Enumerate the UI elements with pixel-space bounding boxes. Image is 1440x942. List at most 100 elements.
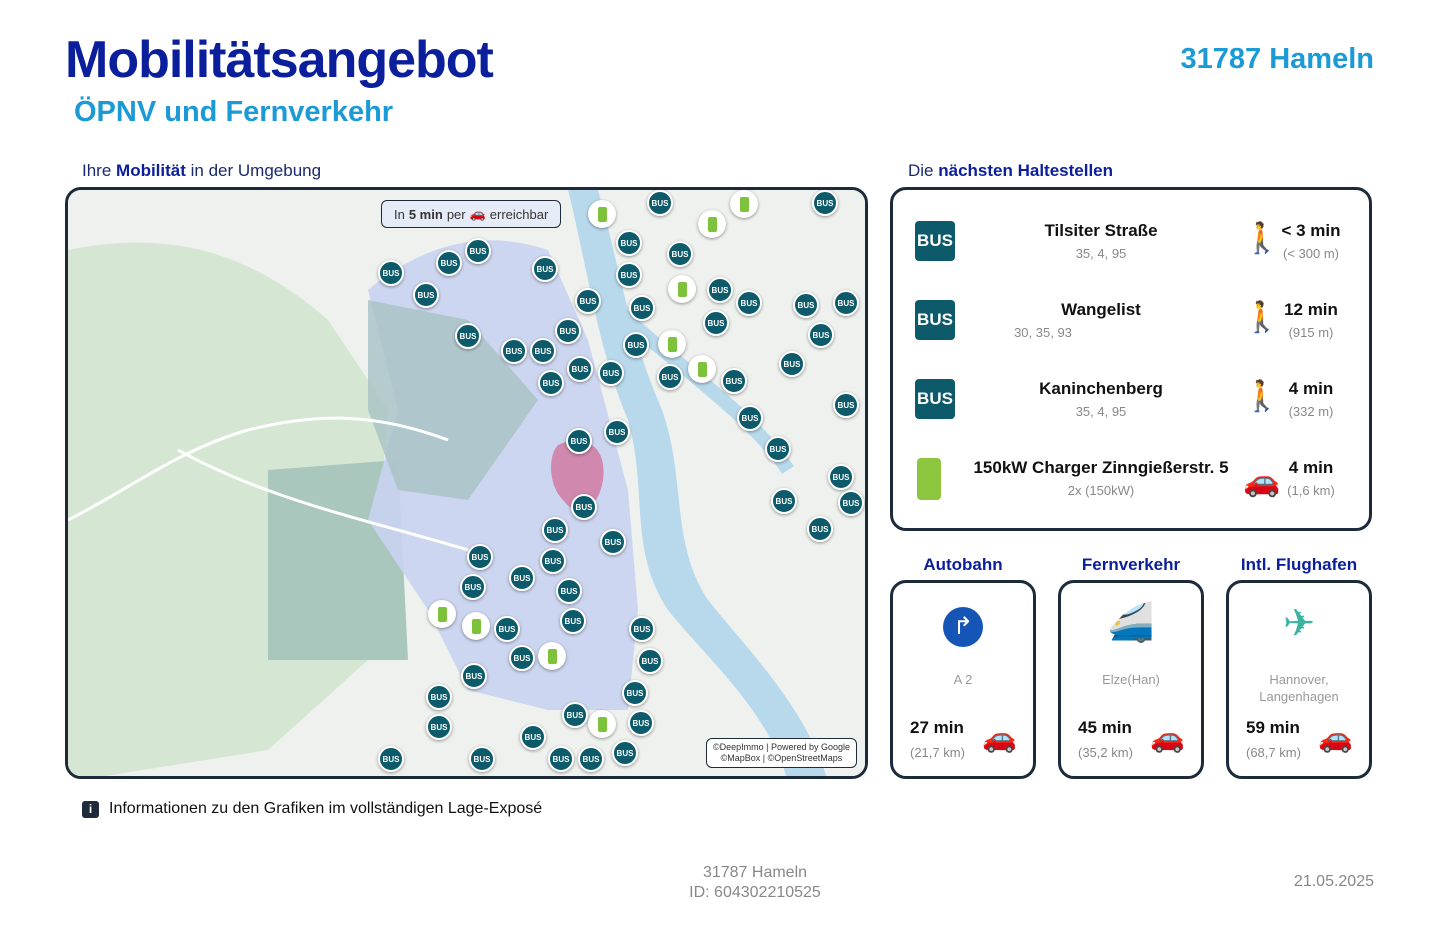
stop-row: BUS Wangelist 30, 35, 93 🚶 12 min (915 m… — [893, 300, 1369, 360]
bus-stop-marker[interactable]: BUS — [532, 256, 558, 282]
bus-stop-marker[interactable]: BUS — [833, 392, 859, 418]
bus-stop-marker[interactable]: BUS — [736, 290, 762, 316]
bus-stop-marker[interactable]: BUS — [807, 516, 833, 542]
travel-time: 59 min — [1246, 718, 1300, 737]
bus-stop-marker[interactable]: BUS — [657, 364, 683, 390]
info-icon: i — [82, 800, 99, 818]
bus-stop-marker[interactable]: BUS — [455, 323, 481, 349]
bus-stop-marker[interactable]: BUS — [703, 310, 729, 336]
bus-stop-marker[interactable]: BUS — [426, 714, 452, 740]
map-background — [68, 190, 865, 776]
travel-time: 4 min — [1288, 458, 1334, 477]
ev-charger-icon — [697, 361, 707, 377]
bus-stop-marker[interactable]: BUS — [838, 490, 864, 516]
ev-charger-marker[interactable] — [698, 210, 726, 238]
stop-row: BUS Kaninchenberg 35, 4, 95 🚶 4 min (332… — [893, 379, 1369, 439]
bus-stop-marker[interactable]: BUS — [622, 680, 648, 706]
bus-stop-marker[interactable]: BUS — [578, 746, 604, 772]
bus-stop-marker[interactable]: BUS — [509, 645, 535, 671]
bus-stop-marker[interactable]: BUS — [560, 608, 586, 634]
bus-stop-marker[interactable]: BUS — [707, 277, 733, 303]
bus-stop-marker[interactable]: BUS — [647, 190, 673, 216]
bus-stop-marker[interactable]: BUS — [426, 684, 452, 710]
bus-stop-marker[interactable]: BUS — [667, 241, 693, 267]
bus-stop-marker[interactable]: BUS — [467, 544, 493, 570]
bus-stop-marker[interactable]: BUS — [378, 746, 404, 772]
travel-time: 4 min — [1288, 379, 1334, 398]
bus-stop-marker[interactable]: BUS — [469, 746, 495, 772]
ev-charger-marker[interactable] — [588, 200, 616, 228]
travel-time: < 3 min — [1281, 221, 1341, 240]
ev-charger-marker[interactable] — [658, 330, 686, 358]
travel-distance: (< 300 m) — [1283, 246, 1339, 261]
ev-charger-marker[interactable] — [730, 190, 758, 218]
bus-stop-marker[interactable]: BUS — [637, 648, 663, 674]
bus-stop-marker[interactable]: BUS — [828, 464, 854, 490]
bus-stop-marker[interactable]: BUS — [509, 565, 535, 591]
bus-stop-marker[interactable]: BUS — [501, 338, 527, 364]
ev-charger-marker[interactable] — [668, 275, 696, 303]
travel-distance: (68,7 km) — [1246, 745, 1301, 760]
bus-stop-marker[interactable]: BUS — [616, 262, 642, 288]
bus-stop-marker[interactable]: BUS — [598, 360, 624, 386]
bus-stop-marker[interactable]: BUS — [555, 318, 581, 344]
bus-stop-marker[interactable]: BUS — [812, 190, 838, 216]
bus-stop-marker[interactable]: BUS — [721, 368, 747, 394]
bus-stop-marker[interactable]: BUS — [548, 746, 574, 772]
bus-stop-marker[interactable]: BUS — [460, 574, 486, 600]
bus-stop-marker[interactable]: BUS — [571, 494, 597, 520]
bus-stop-marker[interactable]: BUS — [604, 419, 630, 445]
reach-text: In — [394, 206, 405, 222]
ev-charger-marker[interactable] — [588, 710, 616, 738]
bus-stop-marker[interactable]: BUS — [765, 436, 791, 462]
ev-charger-icon — [917, 458, 941, 500]
bus-stop-marker[interactable]: BUS — [520, 724, 546, 750]
bus-stop-marker[interactable]: BUS — [833, 290, 859, 316]
bus-stop-marker[interactable]: BUS — [436, 250, 462, 276]
bus-stop-marker[interactable]: BUS — [378, 260, 404, 286]
bus-stop-marker[interactable]: BUS — [465, 238, 491, 264]
bus-stop-marker[interactable]: BUS — [538, 370, 564, 396]
footer-city: 31787 Hameln — [702, 864, 808, 881]
ev-charger-marker[interactable] — [688, 355, 716, 383]
bus-stop-marker[interactable]: BUS — [542, 517, 568, 543]
stops-section-label: Die nächsten Haltestellen — [908, 161, 1113, 181]
bus-stop-marker[interactable]: BUS — [562, 702, 588, 728]
bus-stop-marker[interactable]: BUS — [623, 332, 649, 358]
bus-stop-marker[interactable]: BUS — [600, 529, 626, 555]
bus-stop-marker[interactable]: BUS — [629, 295, 655, 321]
travel-distance: (21,7 km) — [910, 745, 965, 760]
bus-stop-marker[interactable]: BUS — [793, 292, 819, 318]
footer-id: ID: 604302210525 — [689, 884, 821, 901]
car-icon: 🚗 — [1243, 465, 1281, 498]
stop-row: 150kW Charger Zinngießerstr. 5 2x (150kW… — [893, 458, 1369, 518]
bus-stop-marker[interactable]: BUS — [566, 428, 592, 454]
bus-stop-marker[interactable]: BUS — [628, 710, 654, 736]
bus-stop-marker[interactable]: BUS — [540, 548, 566, 574]
bus-stop-marker[interactable]: BUS — [461, 663, 487, 689]
bus-stop-marker[interactable]: BUS — [808, 322, 834, 348]
bus-stop-marker[interactable]: BUS — [616, 230, 642, 256]
autobahn-card: ↱ A 2 27 min (21,7 km) 🚗 — [890, 580, 1036, 779]
bus-stop-marker[interactable]: BUS — [612, 740, 638, 766]
bus-stop-marker[interactable]: BUS — [771, 488, 797, 514]
bus-stop-marker[interactable]: BUS — [629, 616, 655, 642]
bus-stop-marker[interactable]: BUS — [737, 405, 763, 431]
bus-stop-marker[interactable]: BUS — [413, 282, 439, 308]
stop-row: BUS Tilsiter Straße 35, 4, 95 🚶 < 3 min … — [893, 221, 1369, 281]
stop-lines: 2x (150kW) — [1067, 483, 1135, 498]
ev-charger-marker[interactable] — [462, 612, 490, 640]
ev-charger-icon — [667, 336, 677, 352]
bus-stop-marker[interactable]: BUS — [567, 356, 593, 382]
ev-charger-marker[interactable] — [428, 600, 456, 628]
ev-charger-marker[interactable] — [538, 642, 566, 670]
bus-stop-marker[interactable]: BUS — [779, 351, 805, 377]
bus-stop-marker[interactable]: BUS — [575, 288, 601, 314]
label-text: Ihre — [82, 161, 117, 180]
stop-name: Wangelist — [1061, 300, 1141, 319]
bus-stop-marker[interactable]: BUS — [530, 338, 556, 364]
stop-lines: 35, 4, 95 — [1075, 404, 1127, 419]
bus-stop-marker[interactable]: BUS — [494, 616, 520, 642]
bus-stop-marker[interactable]: BUS — [556, 578, 582, 604]
